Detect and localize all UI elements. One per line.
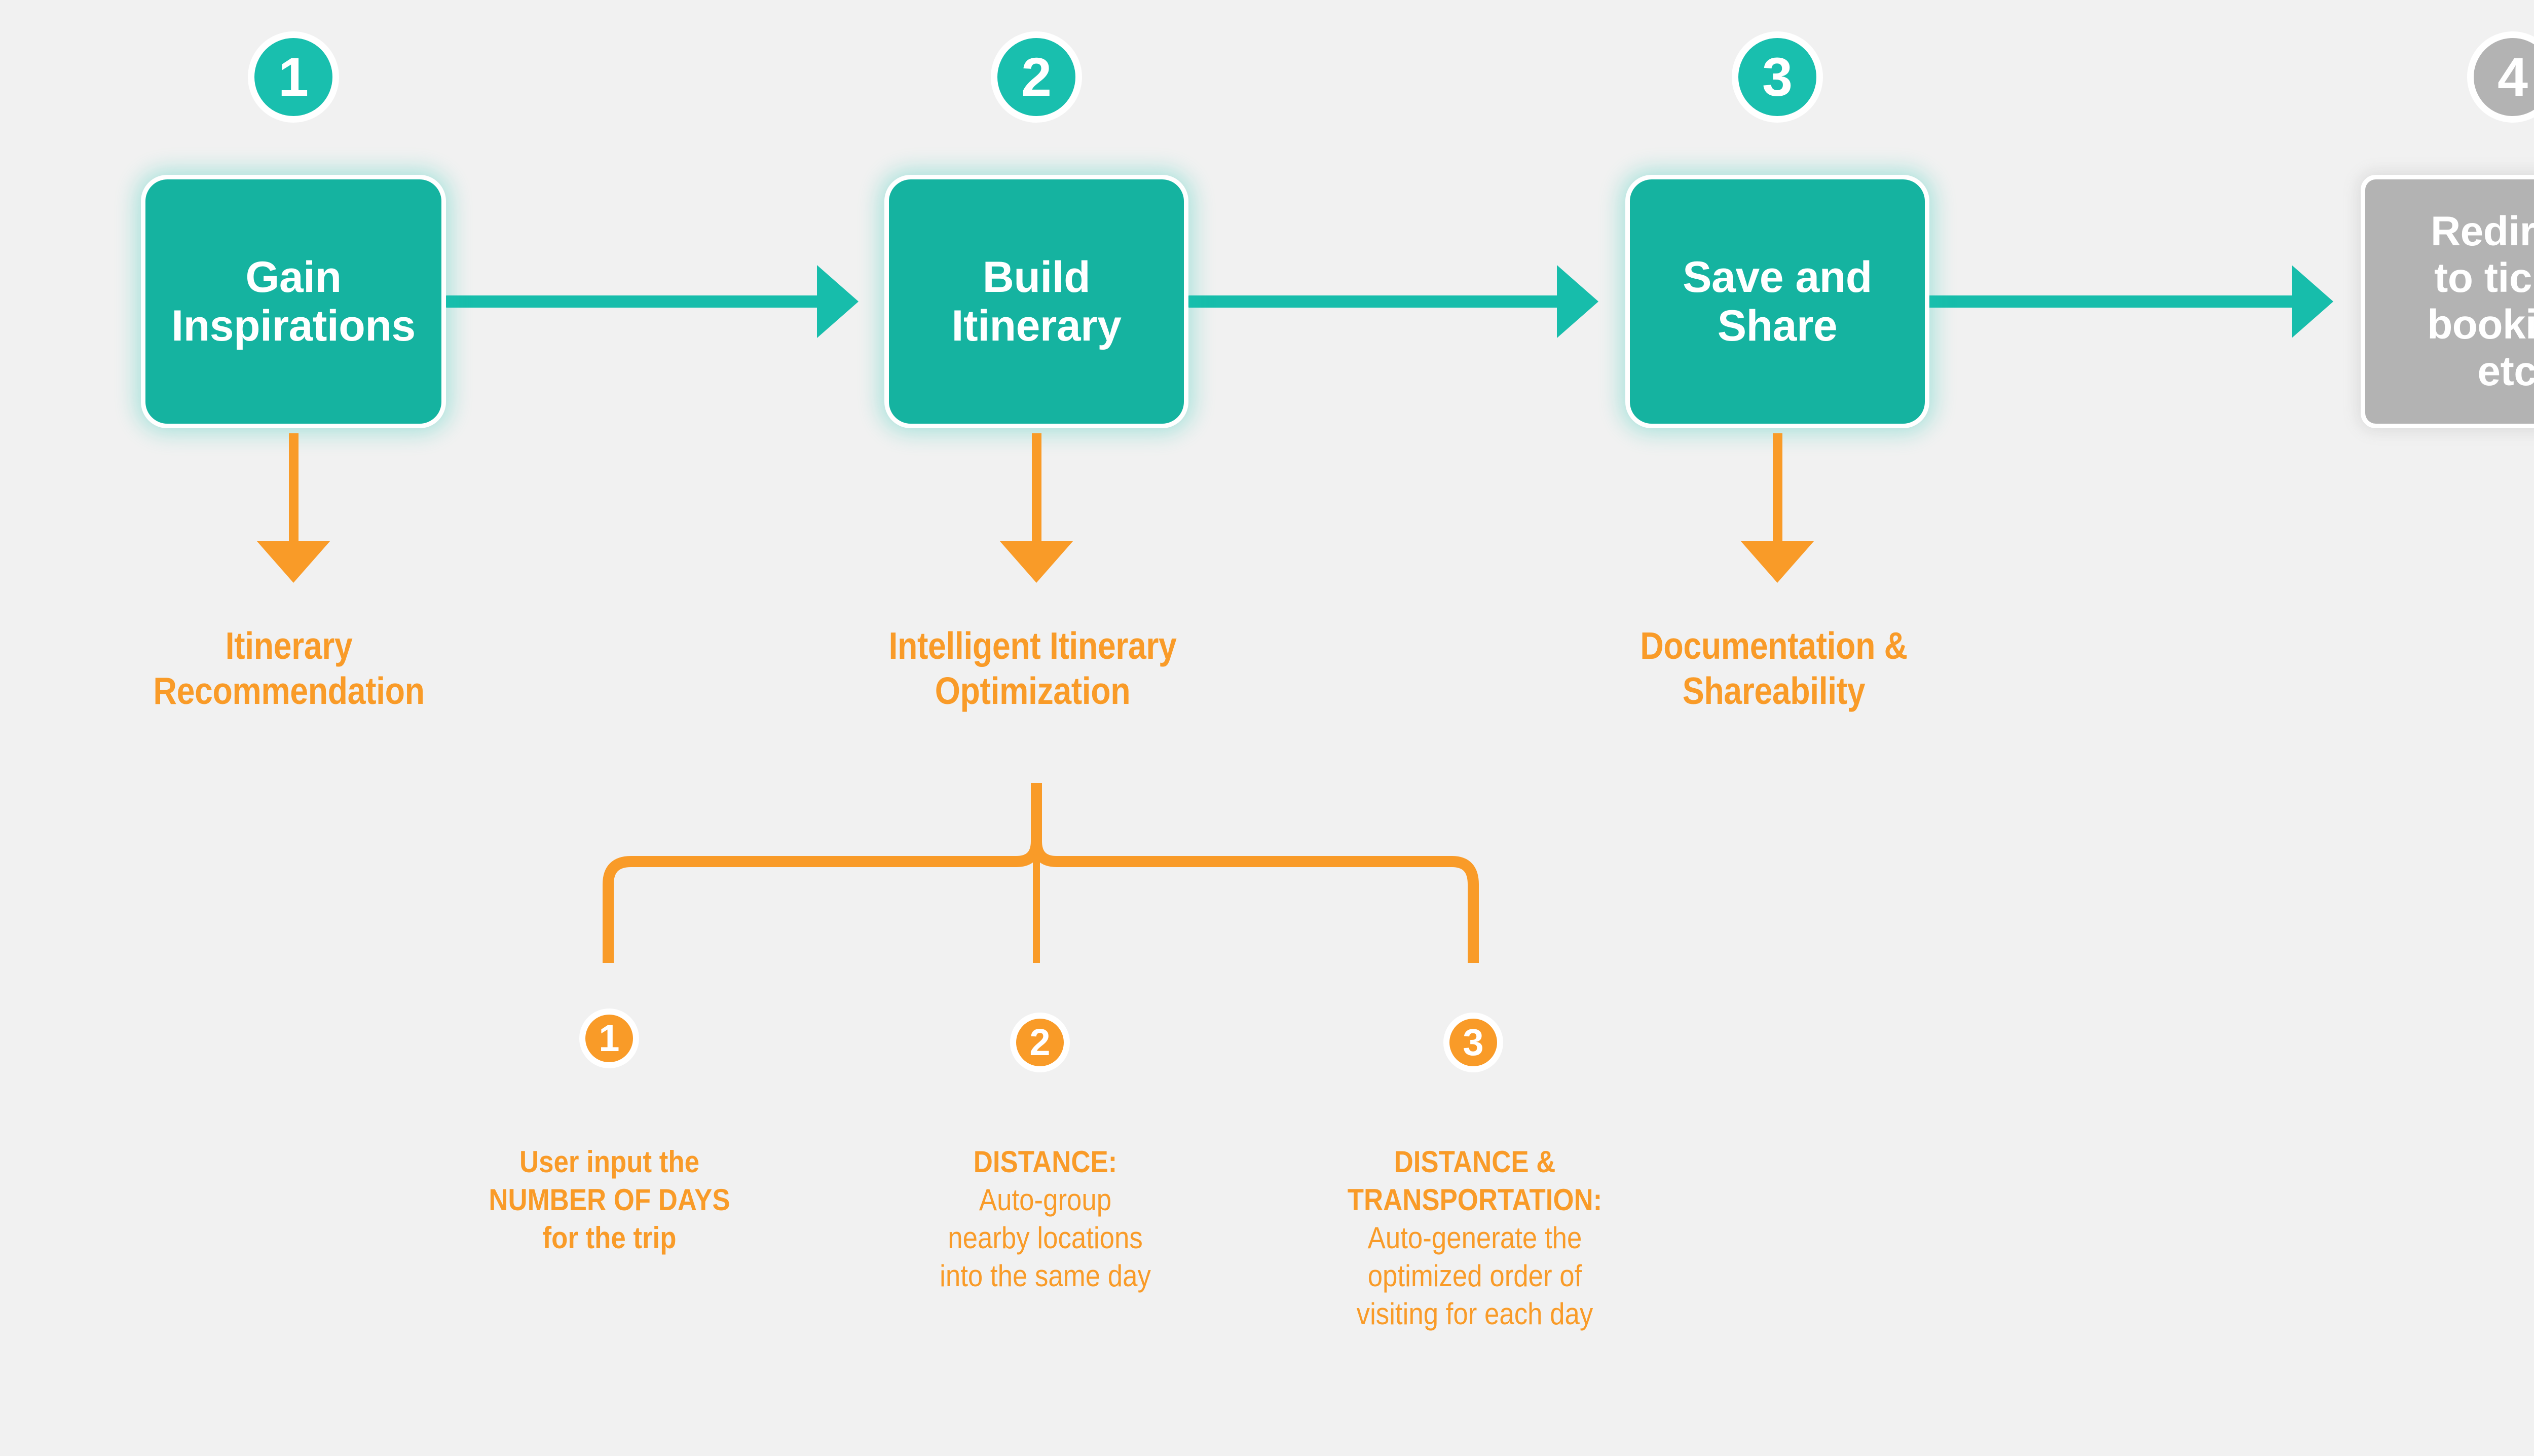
step-badge-1: 1 [248, 31, 339, 123]
sub-feature-text-1: User input the NUMBER OF DAYS for the tr… [439, 1143, 780, 1257]
step-badge-4: 4 [2467, 31, 2534, 123]
process-box-label-line4: etc. [2477, 348, 2534, 394]
sub-feature-line: TRANSPORTATION: [1347, 1183, 1603, 1217]
caption-arrow-head-3 [1741, 541, 1814, 583]
caption-line1: Intelligent Itinerary [888, 624, 1177, 667]
caption-line1: Itinerary [225, 624, 353, 667]
connector-line-3-4 [1928, 295, 2296, 308]
sub-feature-badge-3: 3 [1443, 1013, 1503, 1072]
connector-arrowhead-3-4 [2292, 265, 2333, 338]
step-badge-2: 2 [991, 31, 1082, 123]
process-box-label-line2: Itinerary [951, 302, 1122, 350]
process-box-label-line3: booking, [2427, 302, 2534, 348]
step-badge-number: 1 [278, 46, 309, 107]
sub-feature-line: nearby locations [948, 1221, 1143, 1255]
caption-line1: Documentation & [1640, 624, 1908, 667]
sub-feature-line: for the trip [542, 1221, 677, 1255]
sub-feature-line: optimized order of [1367, 1259, 1582, 1293]
connector-line-1-2 [446, 295, 821, 308]
connector-arrowhead-1-2 [817, 265, 859, 338]
step-badge-number: 4 [2497, 46, 2528, 107]
process-box-label-line1: Save and [1683, 252, 1872, 302]
caption-line2: Recommendation [153, 669, 425, 712]
process-box-redirect-to-ticket-booking[interactable]: Redirect to ticket booking, etc. [2361, 175, 2534, 428]
sub-feature-badge-number: 1 [599, 1017, 620, 1059]
process-box-label: Redirect to ticket booking, etc. [2418, 208, 2534, 394]
caption-intelligent-itinerary-optimization: Intelligent Itinerary Optimization [818, 623, 1247, 713]
sub-feature-line: visiting for each day [1356, 1297, 1593, 1331]
process-box-label: Save and Share [1673, 253, 1881, 351]
caption-arrow-line-3 [1773, 433, 1782, 545]
process-box-gain-inspirations[interactable]: Gain Inspirations [141, 175, 446, 428]
process-box-label-line1: Redirect [2430, 208, 2534, 255]
sub-feature-line: into the same day [940, 1259, 1151, 1293]
caption-line2: Optimization [935, 669, 1131, 712]
sub-feature-badge-2: 2 [1010, 1013, 1070, 1072]
step-badge-number: 3 [1762, 46, 1793, 107]
process-box-label-line1: Gain [245, 252, 342, 302]
sub-feature-line: Auto-generate the [1367, 1221, 1582, 1255]
sub-feature-badge-number: 3 [1463, 1021, 1484, 1063]
caption-arrow-line-1 [289, 433, 299, 545]
process-box-label-line2: Inspirations [171, 302, 416, 350]
process-box-save-and-share[interactable]: Save and Share [1625, 175, 1929, 428]
sub-feature-badge-1: 1 [579, 1009, 639, 1068]
process-box-label-line2: Share [1717, 302, 1838, 350]
sub-feature-line: Auto-group [979, 1183, 1112, 1217]
sub-feature-text-3: DISTANCE & TRANSPORTATION: Auto-generate… [1292, 1143, 1658, 1333]
process-box-build-itinerary[interactable]: Build Itinerary [884, 175, 1188, 428]
sub-feature-line: DISTANCE & [1394, 1145, 1556, 1179]
connector-line-2-3 [1188, 295, 1561, 308]
step-badge-3: 3 [1732, 31, 1823, 123]
caption-documentation-shareability: Documentation & Shareability [1571, 623, 1977, 713]
caption-itinerary-recommendation: Itinerary Recommendation [97, 623, 481, 713]
connector-arrowhead-2-3 [1557, 265, 1598, 338]
process-box-label: Build Itinerary [943, 253, 1131, 351]
caption-arrow-line-2 [1032, 433, 1041, 545]
caption-arrow-head-2 [1000, 541, 1073, 583]
step-badge-number: 2 [1021, 46, 1052, 107]
sub-feature-text-2: DISTANCE: Auto-group nearby locations in… [875, 1143, 1216, 1295]
sub-feature-line: DISTANCE: [973, 1145, 1117, 1179]
process-box-label: Gain Inspirations [162, 253, 424, 351]
sub-feature-line: User input the [519, 1145, 699, 1179]
caption-arrow-head-1 [257, 541, 330, 583]
sub-feature-badge-number: 2 [1029, 1021, 1051, 1063]
caption-line2: Shareability [1682, 669, 1866, 712]
sub-feature-line: NUMBER OF DAYS [489, 1183, 730, 1217]
process-box-label-line1: Build [982, 252, 1091, 302]
process-box-label-line2: to ticket [2434, 255, 2534, 302]
